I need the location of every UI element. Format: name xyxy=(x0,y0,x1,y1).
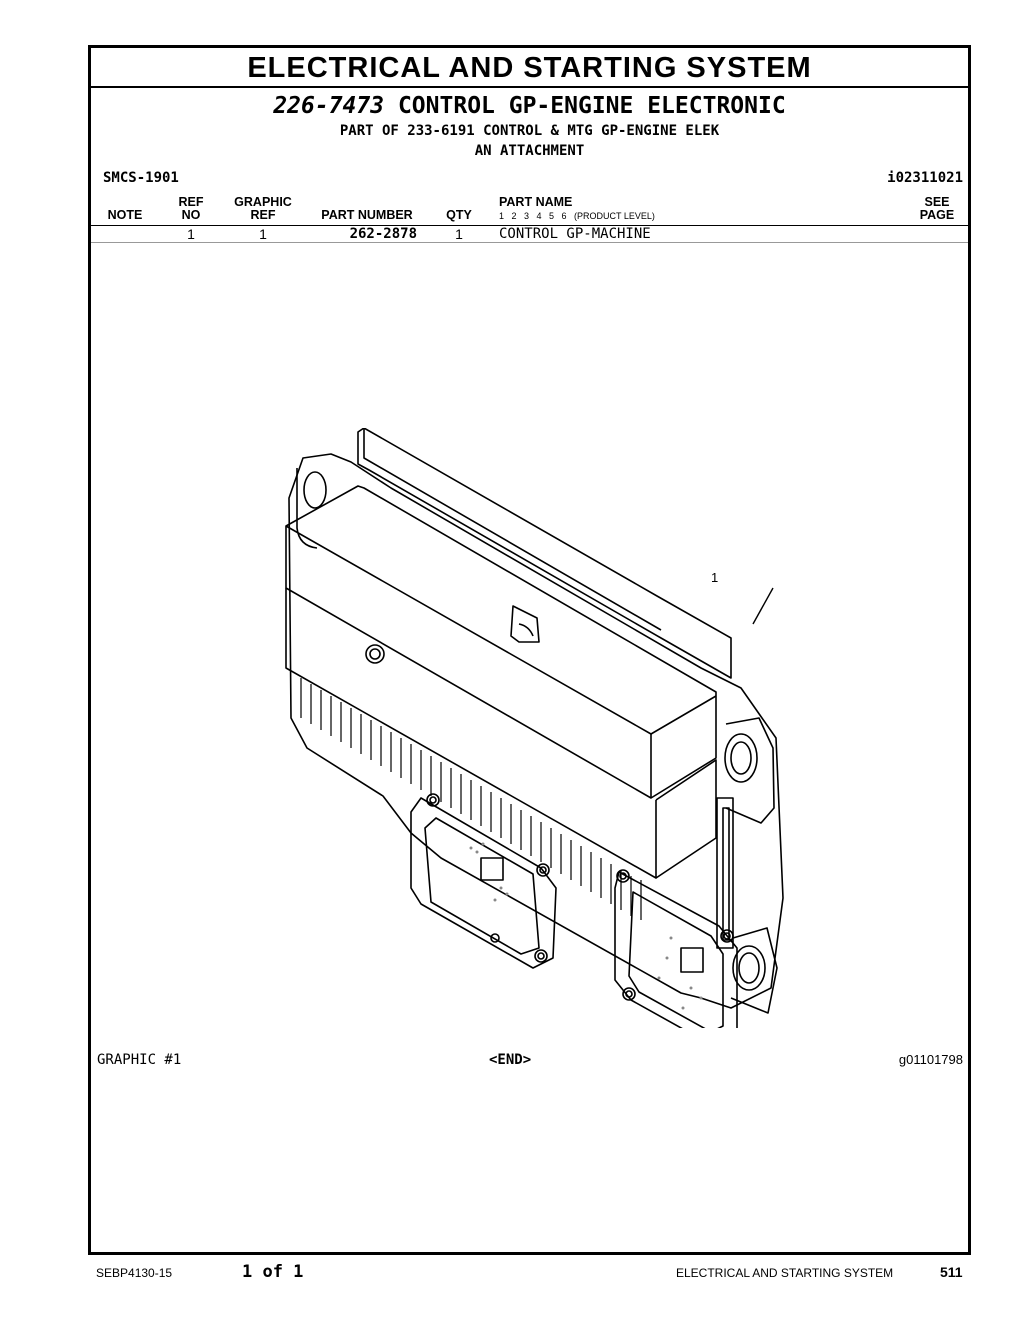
info-id: i02311021 xyxy=(887,170,963,186)
col-note: NOTE xyxy=(107,208,143,222)
page-number: 511 xyxy=(940,1264,963,1280)
col-ref-no: REF NO xyxy=(169,196,213,222)
row-graphic-ref: 1 xyxy=(259,226,267,242)
col-qty: QTY xyxy=(446,208,472,222)
row-part-name: CONTROL GP-MACHINE xyxy=(499,226,651,242)
col-see-page-bottom: PAGE xyxy=(919,208,955,222)
group-name: CONTROL GP-ENGINE ELECTRONIC xyxy=(397,93,786,119)
smcs-code: SMCS-1901 xyxy=(103,170,179,186)
row-divider xyxy=(91,242,968,243)
attachment-line: AN ATTACHMENT xyxy=(474,143,585,159)
row-qty: 1 xyxy=(455,226,463,242)
graphic-id: g01101798 xyxy=(898,1052,963,1067)
header-divider xyxy=(91,225,968,226)
col-part-name: PART NAME xyxy=(499,195,573,209)
col-graphic-ref: GRAPHIC REF xyxy=(227,196,299,222)
group-title: 226-7473 CONTROL GP-ENGINE ELECTRONIC xyxy=(91,93,968,119)
page-frame: ELECTRICAL AND STARTING SYSTEM 226-7473 … xyxy=(88,45,971,1255)
row-part-number[interactable]: 262-2878 xyxy=(349,226,417,242)
col-ref-no-bottom: NO xyxy=(181,208,201,222)
col-graphic-ref-bottom: REF xyxy=(250,208,276,222)
group-number: 226-7473 xyxy=(273,93,385,119)
graphic-label: GRAPHIC #1 xyxy=(97,1052,182,1068)
product-level: 1 2 3 4 5 6 (PRODUCT LEVEL) xyxy=(499,211,655,221)
section-title: ELECTRICAL AND STARTING SYSTEM xyxy=(91,48,968,88)
col-see-page-top: SEE xyxy=(924,195,950,209)
footer-section: ELECTRICAL AND STARTING SYSTEM xyxy=(676,1266,894,1280)
col-see-page: SEE PAGE xyxy=(913,196,961,222)
doc-number: SEBP4130-15 xyxy=(96,1266,173,1280)
callout-label: 1 xyxy=(711,570,719,585)
row-ref-no: 1 xyxy=(187,226,195,242)
col-graphic-ref-top: GRAPHIC xyxy=(234,195,292,209)
end-marker: <END> xyxy=(489,1052,532,1068)
control-module-drawing xyxy=(285,428,784,1028)
col-ref-no-top: REF xyxy=(178,195,204,209)
part-of-line: PART OF 233-6191 CONTROL & MTG GP-ENGINE… xyxy=(339,123,720,139)
page-of: 1 of 1 xyxy=(242,1262,304,1282)
col-part-number: PART NUMBER xyxy=(321,208,413,222)
